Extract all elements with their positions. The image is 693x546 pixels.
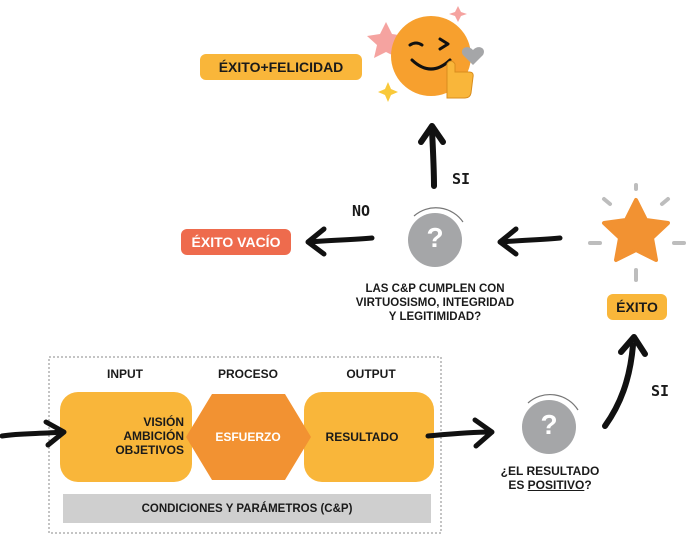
star-graphic <box>588 183 686 282</box>
bottom-question-mark: ? <box>540 409 558 440</box>
middle-question-line-2: VIRTUOSISMO, INTEGRIDAD <box>355 297 515 309</box>
esfuerzo-hexagon <box>186 394 311 480</box>
bottom-question-line-2: ES POSITIVO? <box>488 478 612 492</box>
exito-vacio-label: ÉXITO VACÍO <box>181 229 291 255</box>
col-input-header: INPUT <box>107 367 143 381</box>
happy-emoji <box>367 6 484 102</box>
bottom-question-text: ¿EL RESULTADO ES POSITIVO? <box>488 464 612 492</box>
conditions-bar <box>63 494 431 523</box>
curved-up-arrow <box>602 334 648 429</box>
si-up-arrow <box>418 123 446 189</box>
bottom-question-positivo: POSITIVO <box>527 478 585 492</box>
esfuerzo-label: ESFUERZO <box>215 430 281 444</box>
star-to-question-arrow <box>497 226 563 257</box>
conditions-label: CONDICIONES Y PARÁMETROS (C&P) <box>141 503 353 515</box>
exito-label: ÉXITO <box>607 294 667 320</box>
resultado-label: RESULTADO <box>325 430 399 444</box>
output-to-question-arrow <box>425 417 495 449</box>
bottom-question-arc <box>527 394 579 411</box>
bottom-question-prefix: ES <box>508 478 528 492</box>
si-upper-label: SI <box>452 170 471 188</box>
exito-felicidad-label: ÉXITO+FELICIDAD <box>200 54 362 80</box>
bottom-question-line-1: ¿EL RESULTADO <box>500 464 600 478</box>
entry-arrow <box>0 419 67 448</box>
col-proceso-header: PROCESO <box>217 367 278 381</box>
bottom-question-circle <box>522 400 576 454</box>
middle-question-text: LAS C&P CUMPLEN CON VIRTUOSISMO, INTEGRI… <box>330 282 540 324</box>
middle-question-circle <box>408 213 462 267</box>
si-lower-label: SI <box>651 382 670 400</box>
input-line-vision: VISIÓN <box>143 415 184 429</box>
no-label: NO <box>352 202 371 220</box>
input-box <box>60 392 192 482</box>
col-output-header: OUTPUT <box>346 367 396 381</box>
middle-question-arc <box>413 207 464 223</box>
input-line-objetivos: OBJETIVOS <box>115 443 184 457</box>
middle-question-line-3: Y LEGITIMIDAD? <box>388 311 482 323</box>
output-box <box>304 392 434 482</box>
input-box-text: VISIÓN AMBICIÓN OBJETIVOS <box>84 415 184 457</box>
no-arrow <box>305 226 375 257</box>
middle-question-mark: ? <box>426 222 444 253</box>
middle-question-line-1: LAS C&P CUMPLEN CON <box>365 283 505 295</box>
input-line-ambicion: AMBICIÓN <box>123 429 184 443</box>
bottom-question-suffix: ? <box>584 478 592 492</box>
